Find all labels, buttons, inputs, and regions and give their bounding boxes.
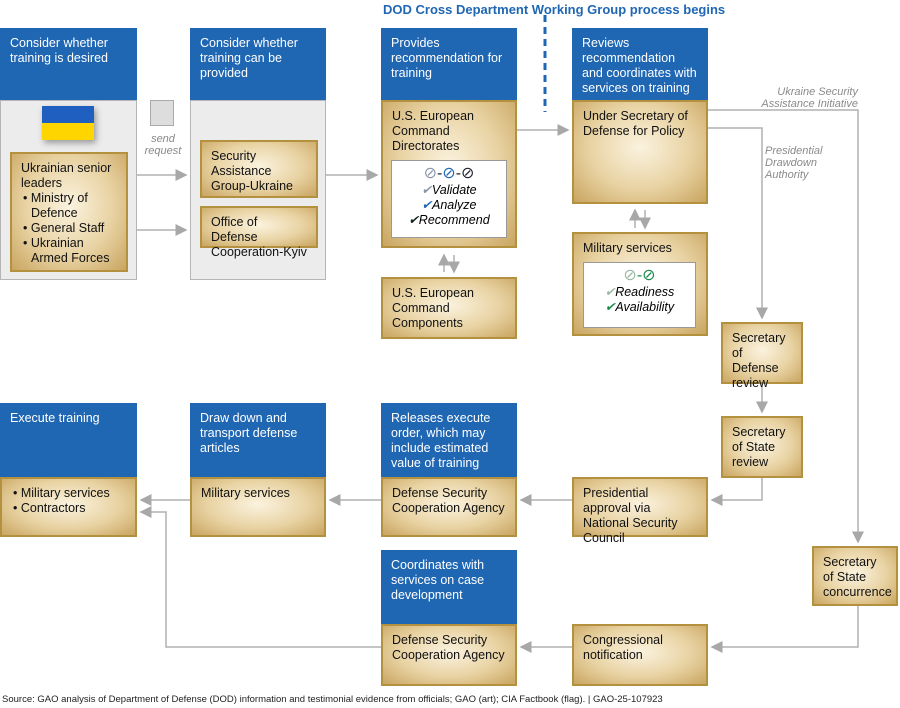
box-secdef-review: Secretary of Defense review	[721, 322, 803, 390]
step-reviews-rec: Reviews recommendation and coordinates w…	[572, 28, 708, 100]
step-draw-down: Draw down and transport defense articles	[190, 403, 326, 477]
ukraine-flag-icon	[42, 106, 94, 140]
list-item: General Staff	[31, 221, 117, 236]
box-eucom-comp: U.S. European Command Components	[381, 277, 517, 339]
pda-note: Presidential Drawdown Authority	[765, 145, 823, 181]
box-sag-u: Security Assistance Group-Ukraine	[200, 140, 318, 198]
step-execute: Execute training	[0, 403, 137, 477]
document-icon	[150, 100, 174, 126]
usai-note: Ukraine Security Assistance Initiative	[761, 86, 858, 110]
mil-checklist: ⊘-⊘ ✔Readiness ✔Availability	[583, 262, 696, 328]
box-pres-approval: Presidential approval via National Secur…	[572, 477, 708, 545]
eucom-checklist: ⊘-⊘-⊘ ✔Validate ✔Analyze ✔Recommend	[391, 160, 507, 238]
box-dsca-2: Defense Security Cooperation Agency	[381, 624, 517, 686]
box-secstate-review: Secretary of State review	[721, 416, 803, 478]
list-item: Ukrainian Armed Forces	[31, 236, 117, 266]
box-secstate-concurrence: Secretary of State concurrence	[812, 546, 898, 606]
list-item: Military services	[21, 486, 126, 501]
list-item: Contractors	[21, 501, 126, 516]
step-consider-desired: Consider whether training is desired	[0, 28, 137, 100]
box-ukr-leaders: Ukrainian senior leadersMinistry of Defe…	[10, 152, 128, 272]
step-consider-provided: Consider whether training can be provide…	[190, 28, 326, 100]
step-coordinates: Coordinates with services on case develo…	[381, 550, 517, 624]
list-item: Ministry of Defence	[31, 191, 117, 221]
step-provides-rec: Provides recommendation for training	[381, 28, 517, 100]
box-odc-kyiv: Office of Defense Cooperation-Kyiv	[200, 206, 318, 259]
send-request-note: send request	[144, 133, 182, 157]
check-circles-icon: ⊘-⊘-⊘	[423, 165, 475, 182]
check-availability: ✔Availability	[604, 300, 675, 314]
box-exec: Military servicesContractors	[0, 477, 137, 537]
box-mil-services-2: Military services	[190, 477, 326, 537]
label: Ukrainian senior leaders	[21, 161, 112, 190]
box-usd-policy: Under Secretary of Defense for Policy	[572, 100, 708, 204]
check-readiness: ✔Readiness	[604, 285, 675, 299]
label: U.S. European Command Directorates	[392, 109, 474, 153]
check-recommend: ✔Recommend	[408, 213, 490, 227]
box-dsca-1: Defense Security Cooperation Agency	[381, 477, 517, 537]
step-releases: Releases execute order, which may includ…	[381, 403, 517, 477]
source-note: Source: GAO analysis of Department of De…	[2, 694, 663, 705]
check-circles-icon: ⊘-⊘	[623, 267, 656, 284]
check-validate: ✔Validate	[421, 183, 477, 197]
label: Military services	[583, 241, 672, 255]
process-title: DOD Cross Department Working Group proce…	[383, 2, 726, 17]
check-analyze: ✔Analyze	[421, 198, 477, 212]
box-congress: Congressional notification	[572, 624, 708, 686]
